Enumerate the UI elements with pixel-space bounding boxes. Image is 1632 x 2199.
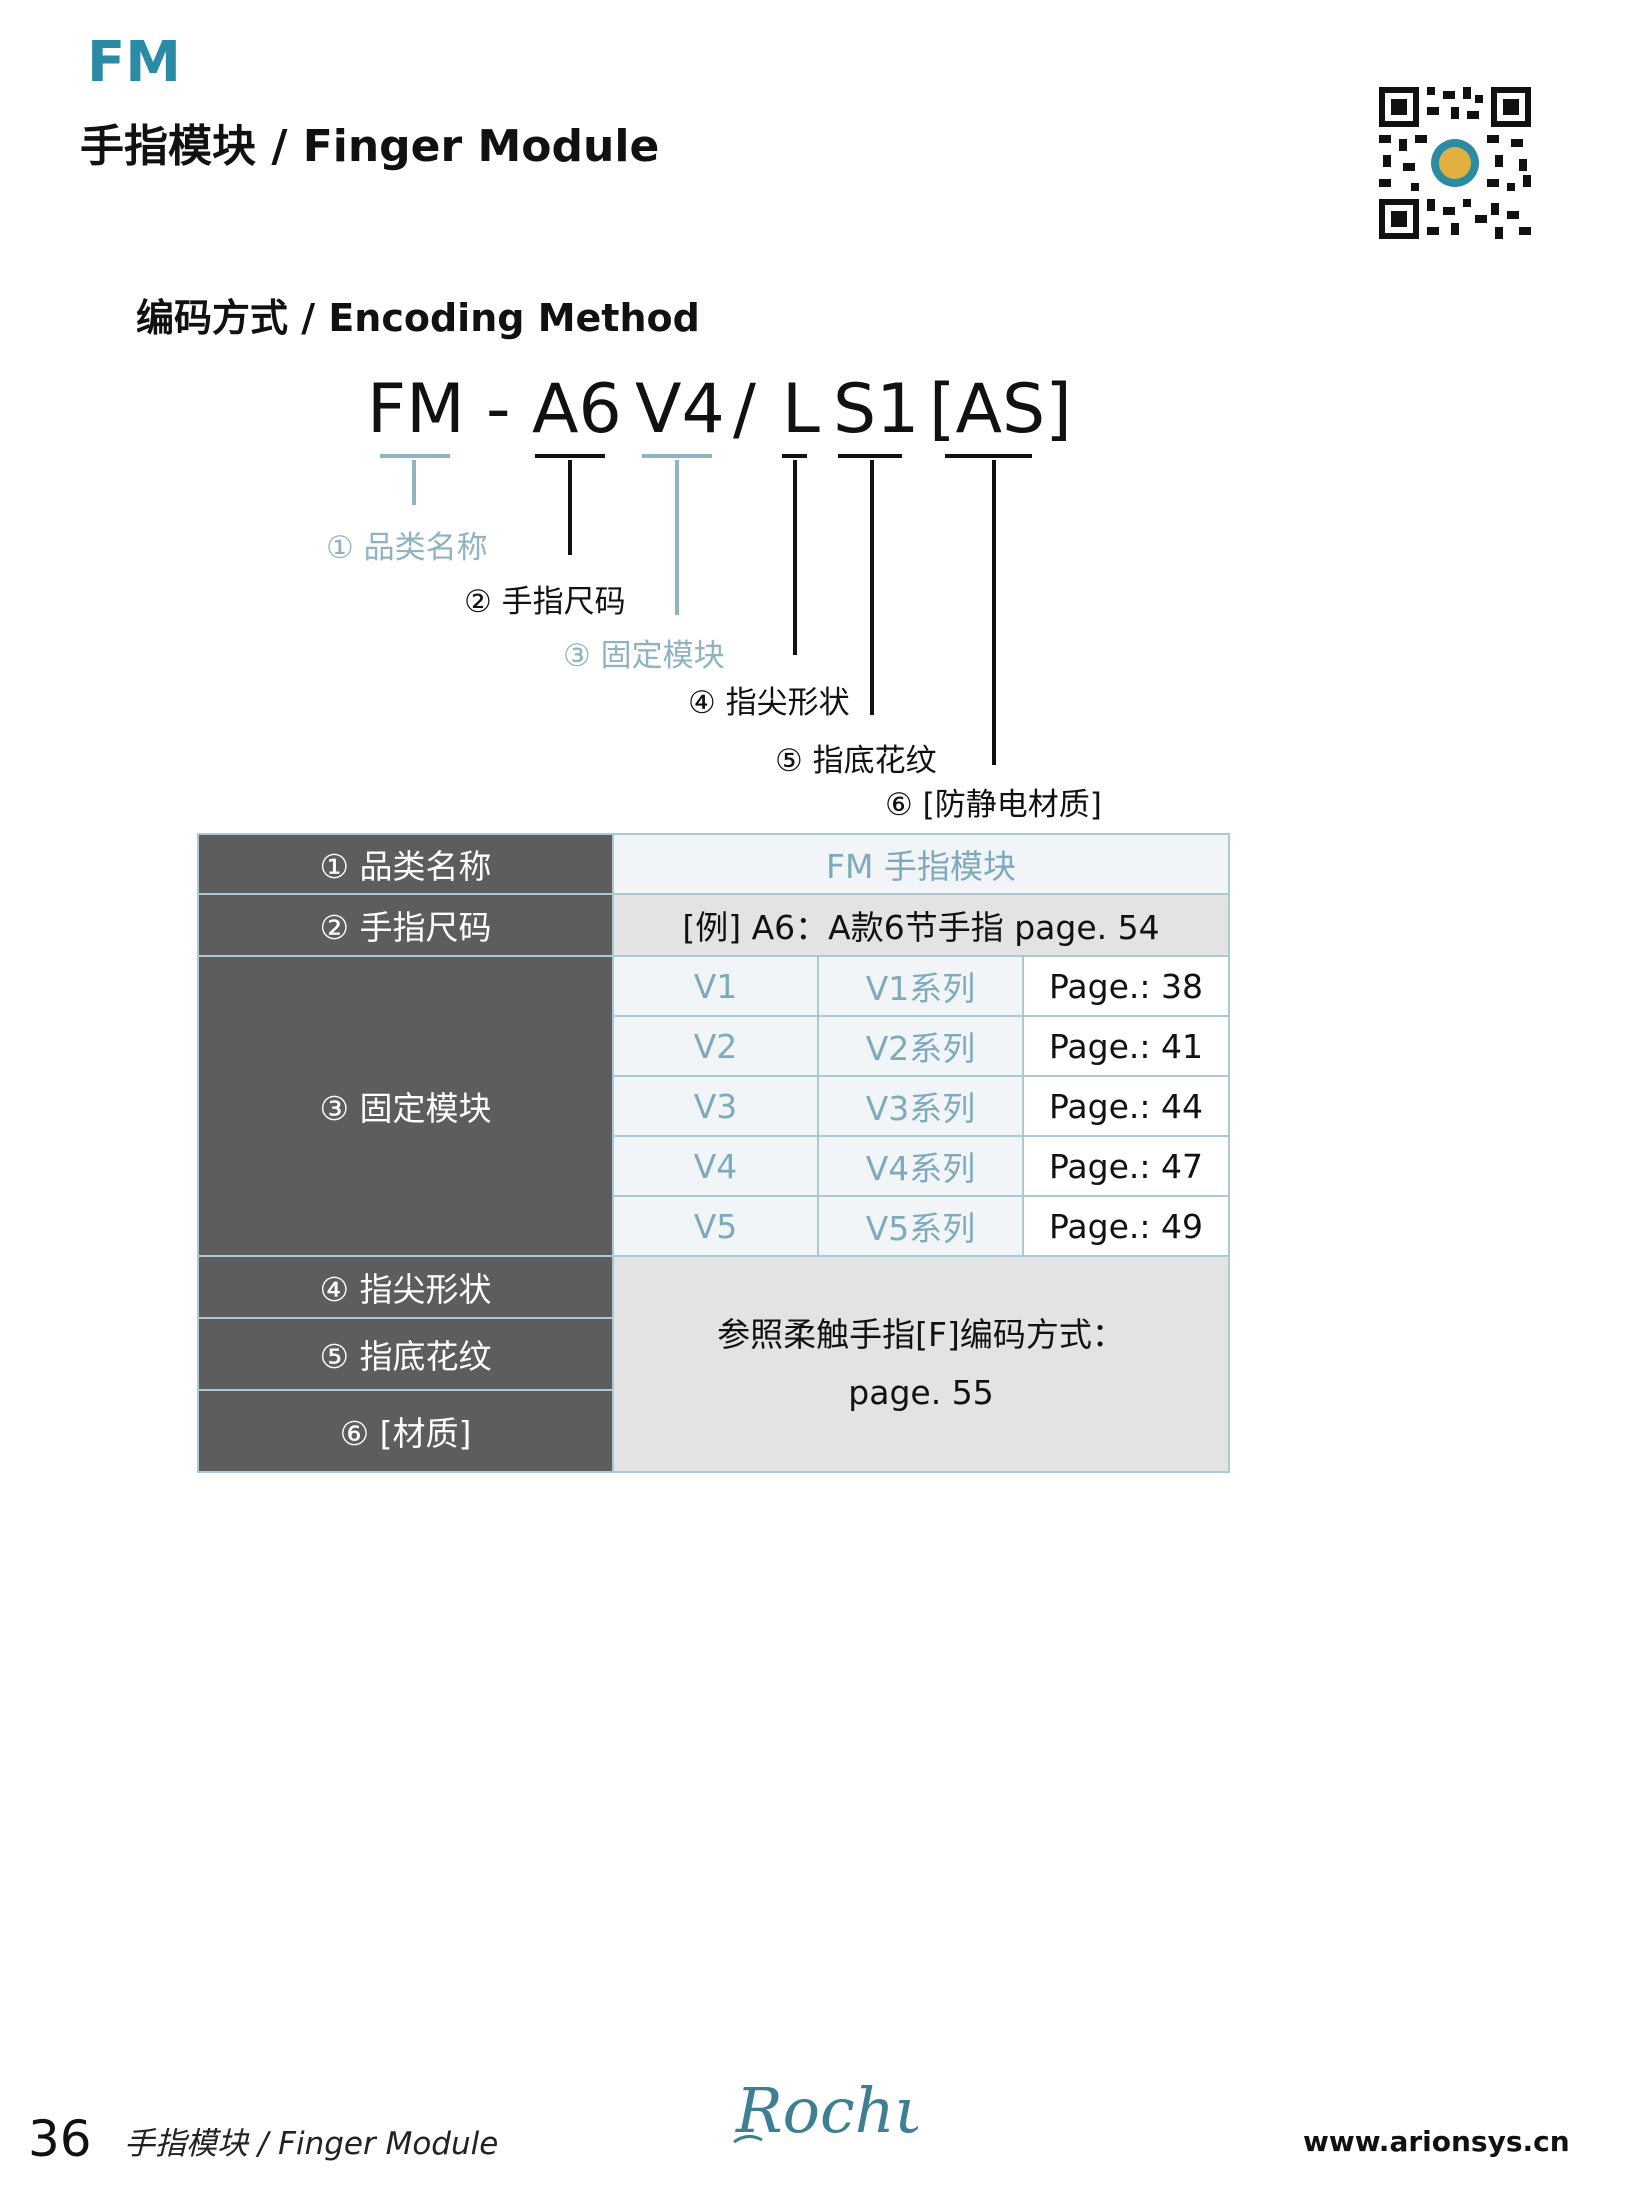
- website-url[interactable]: www.arionsys.cn: [1303, 2125, 1570, 2158]
- module-page: Page.: 44: [1022, 1075, 1230, 1137]
- table-row: ① 品类名称 FM 手指模块: [197, 833, 1230, 895]
- row-value-reference: 参照柔触手指[F]编码方式： page. 55: [612, 1255, 1230, 1473]
- encoding-table: ① 品类名称 FM 手指模块 ② 手指尺码 [例] A6：A款6节手指 page…: [197, 833, 1230, 1473]
- table-row: ⑤ 指底花纹: [197, 1317, 1229, 1391]
- callout-base-pattern: ⑤ 指底花纹: [775, 743, 937, 779]
- module-code: V4: [612, 1135, 819, 1197]
- module-page: Page.: 49: [1022, 1195, 1230, 1257]
- reference-text: 参照柔触手指[F]编码方式：: [717, 1315, 1125, 1354]
- row-label-category: ① 品类名称: [197, 833, 614, 895]
- table-row: ⑥ [材质]: [197, 1389, 1229, 1473]
- module-code: V5: [612, 1195, 819, 1257]
- code-part-as: [AS]: [929, 370, 1072, 449]
- section-title: 编码方式 / Encoding Method: [136, 296, 700, 340]
- brand-code: FM: [87, 30, 181, 95]
- module-series: V5系列: [817, 1195, 1024, 1257]
- table-row: ④ 指尖形状 参照柔触手指[F]编码方式： page. 55: [197, 1255, 1230, 1473]
- rochu-logo: Rochu: [733, 2074, 918, 2147]
- code-dash: -: [486, 370, 511, 449]
- qr-code-icon: [1375, 83, 1535, 243]
- logo-wordmark: Rochu: [735, 2074, 918, 2147]
- row-label-base-pattern: ⑤ 指底花纹: [197, 1317, 614, 1391]
- module-series: V4系列: [817, 1135, 1024, 1197]
- row-value-finger-size: [例] A6：A款6节手指 page. 54: [612, 893, 1230, 957]
- callout-tip-shape: ④ 指尖形状: [688, 685, 850, 721]
- callout-mount-module: ③ 固定模块: [563, 638, 725, 674]
- code-part-a6: A6: [532, 370, 622, 449]
- code-part-s1: S1: [833, 370, 920, 449]
- row-label-mount-module: ③ 固定模块: [197, 955, 614, 1257]
- page-number: 36: [28, 2110, 92, 2168]
- row-value-category: FM 手指模块: [612, 833, 1230, 895]
- module-series: V1系列: [817, 955, 1024, 1017]
- callout-antistatic-material: ⑥ [防静电材质]: [885, 787, 1102, 823]
- table-row: V5 V5系列 Page.: 49: [198, 1195, 1230, 1257]
- code-part-l: L: [782, 370, 820, 449]
- module-series: V2系列: [817, 1015, 1024, 1077]
- table-row: ③ 固定模块 V1 V1系列 Page.: 38: [197, 955, 1230, 1257]
- code-leader-lines: [380, 454, 1032, 765]
- code-slash: /: [733, 370, 756, 449]
- module-page: Page.: 41: [1022, 1015, 1230, 1077]
- table-row: ② 手指尺码 [例] A6：A款6节手指 page. 54: [197, 893, 1230, 957]
- module-page: Page.: 38: [1022, 955, 1230, 1017]
- table-row: V3 V3系列 Page.: 44: [198, 1075, 1230, 1137]
- module-page: Page.: 47: [1022, 1135, 1230, 1197]
- code-part-v4: V4: [635, 370, 725, 449]
- row-label-tip-shape: ④ 指尖形状: [197, 1255, 614, 1319]
- callout-finger-size: ② 手指尺码: [464, 584, 626, 620]
- module-code: V2: [612, 1015, 819, 1077]
- footer-title: 手指模块 / Finger Module: [124, 2126, 499, 2162]
- module-code: V3: [612, 1075, 819, 1137]
- code-part-fm: FM: [367, 370, 465, 449]
- reference-page: page. 55: [848, 1373, 994, 1412]
- module-code: V1: [612, 955, 819, 1017]
- page-subtitle: 手指模块 / Finger Module: [80, 121, 660, 172]
- module-series: V3系列: [817, 1075, 1024, 1137]
- row-label-material: ⑥ [材质]: [197, 1389, 614, 1473]
- table-row: V4 V4系列 Page.: 47: [198, 1135, 1230, 1197]
- row-label-finger-size: ② 手指尺码: [197, 893, 614, 957]
- table-row: V2 V2系列 Page.: 41: [198, 1015, 1230, 1077]
- callout-category: ① 品类名称: [326, 530, 488, 566]
